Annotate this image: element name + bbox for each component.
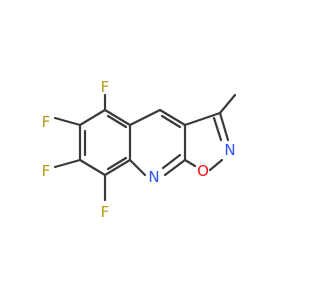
atom-label-f3: F bbox=[42, 162, 51, 180]
molecule-structure: F F F F N N O bbox=[42, 78, 237, 221]
bond bbox=[53, 116, 82, 127]
bond bbox=[53, 158, 82, 169]
bond bbox=[218, 111, 230, 142]
bond bbox=[78, 158, 107, 177]
atom-label-f2: F bbox=[42, 113, 51, 131]
bond bbox=[158, 108, 187, 127]
molecule-canvas: F F F F N N O bbox=[42, 78, 237, 221]
bond bbox=[106, 156, 128, 171]
bond bbox=[161, 153, 182, 170]
atom-label-n-isoxazole: N bbox=[224, 141, 235, 159]
bond bbox=[163, 158, 187, 177]
bond bbox=[106, 114, 128, 129]
bond bbox=[78, 108, 107, 127]
bond bbox=[183, 111, 222, 127]
bond bbox=[160, 114, 182, 129]
bond bbox=[103, 108, 132, 127]
atom-label-n-pyridine: N bbox=[148, 168, 159, 186]
bond bbox=[208, 158, 224, 172]
bond bbox=[212, 116, 223, 142]
bond bbox=[103, 158, 132, 177]
bond bbox=[128, 158, 147, 177]
atom-label-f1: F bbox=[101, 78, 110, 96]
atom-label-o-isoxazole: O bbox=[197, 162, 209, 180]
atom-label-f4: F bbox=[101, 203, 110, 221]
bond bbox=[218, 93, 237, 115]
bond bbox=[128, 108, 162, 127]
bond bbox=[183, 158, 197, 168]
